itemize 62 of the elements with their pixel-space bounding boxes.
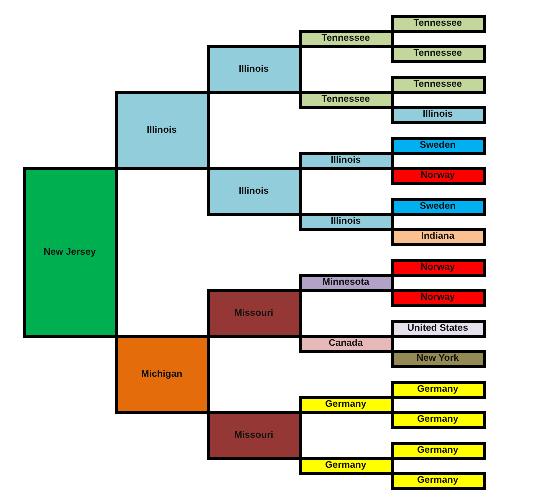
bracket-box: [114, 334, 210, 414]
place-name: New York: [416, 354, 460, 364]
place-name: United States: [408, 324, 468, 334]
bracket-box: [390, 380, 486, 399]
bracket-box: [206, 411, 302, 460]
bracket-box: [390, 289, 486, 308]
bracket-box: [298, 90, 394, 109]
place-name: Illinois: [330, 217, 362, 227]
place-name: Illinois: [330, 156, 362, 166]
place-name: Tennessee: [322, 34, 370, 44]
place-name: Illinois: [422, 110, 454, 120]
place-name: Illinois: [238, 64, 270, 74]
bracket-box: [298, 334, 394, 353]
place-name: Michigan: [141, 370, 183, 380]
place-name: Germany: [325, 461, 367, 471]
bracket-box: [390, 350, 486, 368]
bracket-box: [298, 396, 394, 414]
place-name: New Jersey: [44, 248, 96, 258]
bracket-box: [206, 289, 302, 338]
place-name: Illinois: [146, 126, 178, 136]
place-name: Norway: [420, 171, 456, 181]
place-name: Germany: [417, 415, 459, 425]
bracket-box: [298, 212, 394, 231]
place-name: Germany: [417, 384, 459, 394]
place-name: Germany: [417, 476, 459, 486]
place-name: Tennessee: [322, 95, 370, 105]
place-name: Tennessee: [414, 80, 462, 90]
bracket-box: [298, 456, 394, 475]
bracket-box: [298, 274, 394, 292]
bracket-box: [390, 258, 486, 277]
bracket-box: [390, 167, 486, 186]
bracket-box: [206, 167, 302, 216]
bracket-box: [390, 136, 486, 155]
place-name: Minnesota: [322, 278, 370, 288]
place-name: Germany: [325, 400, 367, 410]
place-name: Norway: [420, 262, 456, 272]
bracket-box: [298, 30, 394, 48]
bracket-box: [298, 152, 394, 170]
place-name: Illinois: [238, 186, 270, 196]
place-name: Germany: [417, 446, 459, 456]
place-name: Tennessee: [414, 49, 462, 59]
bracket-box: [114, 90, 210, 170]
bracket-box: [206, 45, 302, 94]
bracket-box: [390, 228, 486, 246]
place-name: Sweden: [420, 202, 456, 212]
bracket-box: [390, 45, 486, 64]
place-name: Indiana: [421, 232, 455, 242]
bracket-box: [390, 442, 486, 460]
bracket-box: [390, 320, 486, 338]
bracket-box: [22, 167, 118, 338]
place-name: Tennessee: [414, 18, 462, 28]
place-name: Canada: [328, 339, 364, 349]
place-name: Missouri: [234, 308, 274, 318]
bracket-box: [390, 76, 486, 94]
bracket-box: [390, 106, 486, 124]
bracket-box: [390, 472, 486, 490]
place-name: Missouri: [234, 430, 274, 440]
place-name: Norway: [420, 293, 456, 303]
place-name: Sweden: [420, 140, 456, 150]
bracket-box: [390, 198, 486, 216]
bracket-box: [390, 14, 486, 33]
bracket-box: [390, 411, 486, 430]
